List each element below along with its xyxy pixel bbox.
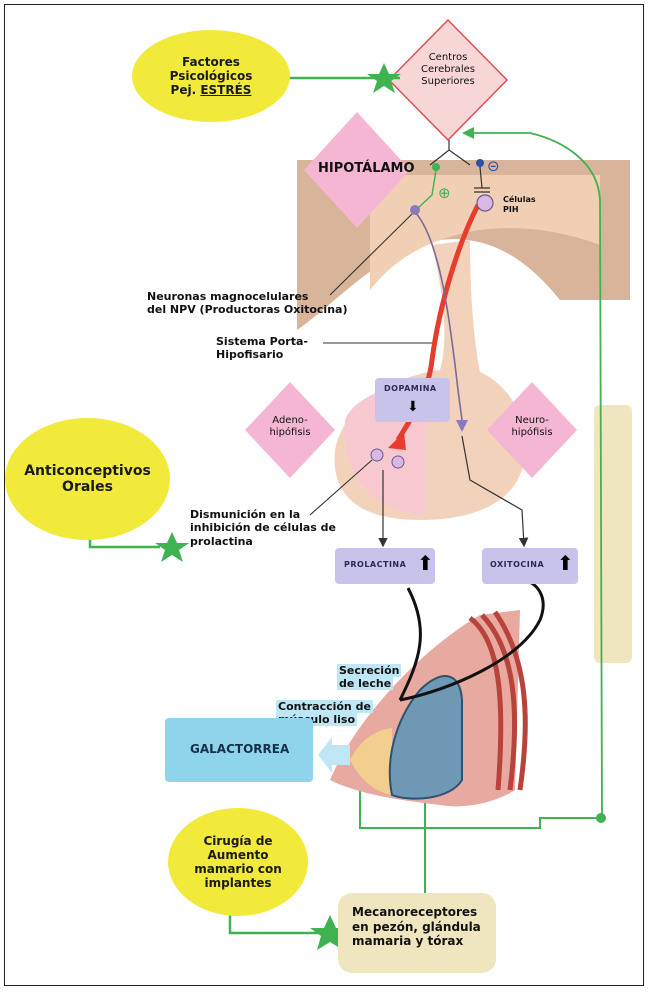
magnocellular-neuron [410,205,420,215]
centros-line1: Centros [408,52,488,64]
plus-sign: ⊕ [438,184,451,202]
surgery-line2: Aumento [194,848,282,862]
neuronas-label: Neuronas magnocelulares del NPV (Product… [147,290,348,317]
secrecion-line1: Secreción [337,664,401,677]
galactorrea-box: GALACTORREA [165,718,313,782]
contraceptives-oval: Anticonceptivos Orales [5,418,170,540]
sistema-line1: Sistema Porta- [216,335,308,348]
stress-label-line1: Factores [170,55,253,69]
green-synapse [432,163,440,171]
prolactina-label: PROLACTINA [344,560,406,569]
centros-line3: Superiores [408,76,488,88]
pih-cell [477,195,493,211]
galactorrea-label: GALACTORREA [190,742,289,756]
sistema-line2: Hipofisario [216,348,308,361]
adeno-line2: hipófisis [255,427,325,439]
sistema-label: Sistema Porta- Hipofisario [216,335,308,362]
surgery-line1: Cirugía de [194,834,282,848]
secrecion-line2: de leche [337,677,393,690]
celulas-line1: Células [503,195,536,205]
disminucion-line2: inhibición de células de [190,521,336,534]
secrecion-label: Secreción de leche [337,664,401,691]
adeno-line1: Adeno- [255,415,325,427]
disminucion-line1: Dismunición en la [190,508,336,521]
prolactina-up-arrow: ⬆ [417,553,434,573]
surgery-oval: Cirugía de Aumento mamario con implantes [168,808,308,916]
surgery-line4: implantes [194,876,282,890]
feedback-arrow-head [462,127,474,139]
contraceptives-line1: Anticonceptivos [24,463,151,479]
disminucion-line3: prolactina [190,535,336,548]
mecano-box: Mecanoreceptores en pezón, glándula mama… [338,893,496,973]
dopamina-box: DOPAMINA ⬇ [375,378,450,422]
contraceptives-line2: Orales [24,479,151,495]
mecano-line2: en pezón, glándula [352,920,481,935]
centros-line2: Cerebrales [408,64,488,76]
oxitocina-label: OXITOCINA [490,560,544,569]
neuro-label: Neuro- hipófisis [497,415,567,439]
contraccion-line1: Contracción de [276,700,373,713]
mecano-line1: Mecanoreceptores [352,905,481,920]
celulas-label: Células PIH [503,195,536,215]
prolactina-box: PROLACTINA ⬆ [335,548,435,584]
side-panel-strip [594,405,632,663]
adeno-label: Adeno- hipófisis [255,415,325,439]
dopamina-label: DOPAMINA [384,384,437,393]
stress-oval: Factores Psicológicos Pej. ESTRÉS [132,30,290,122]
prolactin-cell-a [371,449,383,461]
blue-synapse [476,159,484,167]
stress-label-line3: Pej. ESTRÉS [170,83,253,97]
dopamina-down-arrow: ⬇ [407,400,419,414]
oxitocina-up-arrow: ⬆ [557,553,574,573]
disminucion-label: Dismunición en la inhibición de células … [190,508,336,548]
minus-sign: ⊝ [487,157,500,175]
hipotalamo-label: HIPOTÁLAMO [318,161,415,177]
neuronas-line1: Neuronas magnocelulares [147,290,348,303]
neuro-line2: hipófisis [497,427,567,439]
mecano-line3: mamaria y tórax [352,934,481,949]
stress-prefix: Pej. [171,83,201,97]
oxitocina-box: OXITOCINA ⬆ [482,548,578,584]
surgery-line3: mamario con [194,862,282,876]
centros-label: Centros Cerebrales Superiores [408,52,488,89]
celulas-line2: PIH [503,205,536,215]
neuronas-line2: del NPV (Productoras Oxitocina) [147,303,348,316]
neuro-line1: Neuro- [497,415,567,427]
stress-word: ESTRÉS [200,83,251,97]
mecano-label: Mecanoreceptores en pezón, glándula mama… [352,905,481,949]
contraceptive-star [155,532,189,562]
stress-label-line2: Psicológicos [170,69,253,83]
prolactin-cell-b [392,456,404,468]
